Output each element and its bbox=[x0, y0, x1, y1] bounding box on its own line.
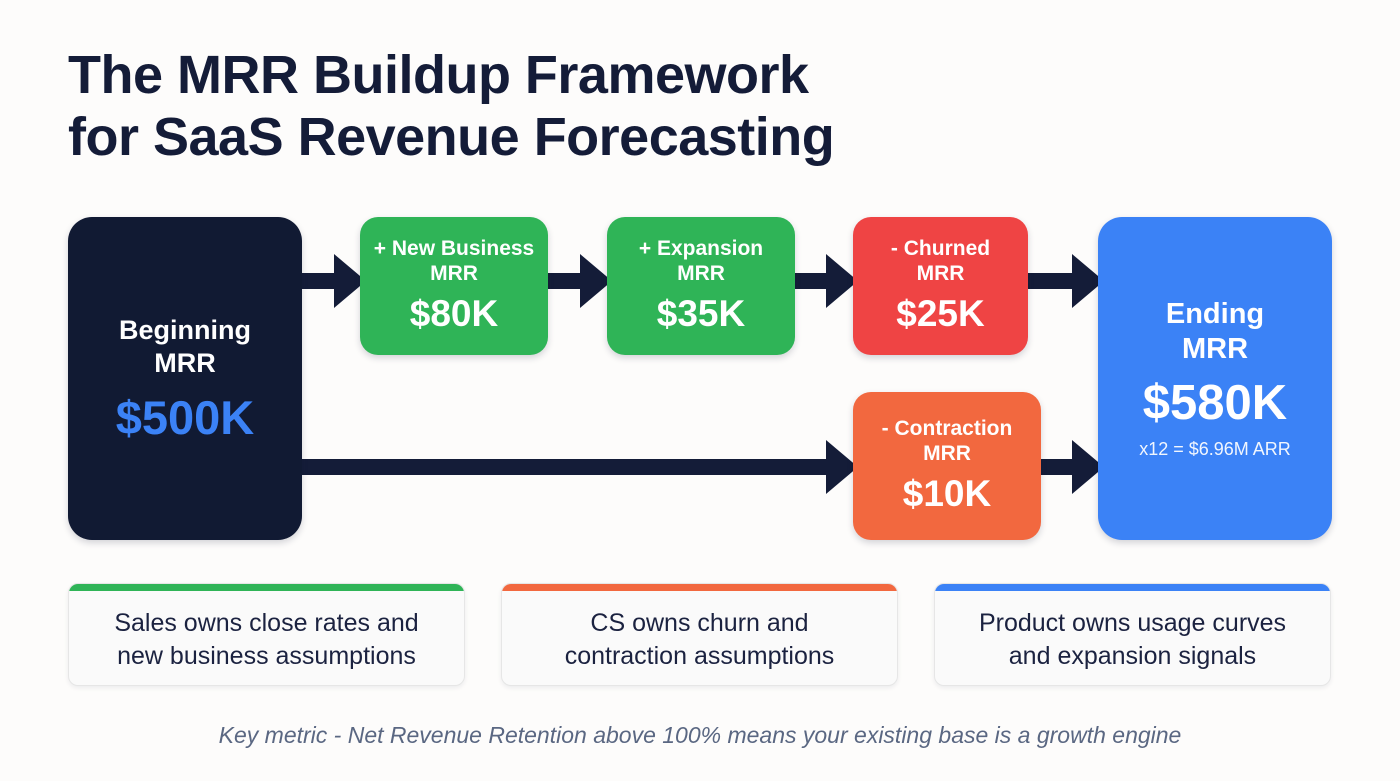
beginning-mrr-label: Beginning MRR bbox=[119, 314, 251, 378]
page-title: The MRR Buildup Framework for SaaS Reven… bbox=[68, 45, 835, 168]
flow-box-expansion-mrr[interactable]: + Expansion MRR $35K bbox=[607, 217, 795, 355]
churned-mrr-label: - Churned MRR bbox=[890, 236, 991, 285]
owner-card-accent-bar bbox=[502, 584, 897, 591]
arrow-head bbox=[580, 254, 612, 308]
arrow-shaft bbox=[1022, 273, 1074, 289]
owner-card-text: Product owns usage curves and expansion … bbox=[978, 609, 1287, 670]
arrow-shaft bbox=[542, 273, 582, 289]
arrow-shaft bbox=[788, 273, 828, 289]
owner-card-accent-bar bbox=[69, 584, 464, 591]
arrow-right-icon-churned-to-ending bbox=[1022, 254, 1104, 308]
flow-box-contraction-mrr[interactable]: - Contraction MRR $10K bbox=[853, 392, 1041, 540]
new-business-mrr-value: $80K bbox=[409, 293, 499, 335]
owner-card-accent-bar bbox=[935, 584, 1330, 591]
arrow-right-icon-beginning-to-contraction bbox=[296, 440, 858, 494]
contraction-mrr-value: $10K bbox=[902, 473, 992, 515]
flow-box-ending-mrr[interactable]: Ending MRR $580K x12 = $6.96M ARR bbox=[1098, 217, 1332, 540]
arrow-shaft bbox=[296, 273, 336, 289]
flow-box-beginning-mrr[interactable]: Beginning MRR $500K bbox=[68, 217, 302, 540]
arrow-shaft bbox=[1032, 459, 1074, 475]
beginning-mrr-value: $500K bbox=[115, 390, 255, 444]
owner-card-sales[interactable]: Sales owns close rates and new business … bbox=[68, 583, 465, 686]
owner-card-text: CS owns churn and contraction assumption… bbox=[564, 609, 835, 670]
ending-mrr-value: $580K bbox=[1142, 376, 1288, 431]
flow-box-churned-mrr[interactable]: - Churned MRR $25K bbox=[853, 217, 1028, 355]
arrow-head bbox=[826, 440, 858, 494]
arrow-shaft bbox=[296, 459, 828, 475]
churned-mrr-value: $25K bbox=[896, 293, 985, 335]
new-business-mrr-label: + New Business MRR bbox=[373, 236, 535, 285]
arrow-right-icon-expansion-to-churned bbox=[788, 254, 858, 308]
key-metric-footnote: Key metric - Net Revenue Retention above… bbox=[218, 722, 1182, 748]
flow-box-new-business-mrr[interactable]: + New Business MRR $80K bbox=[360, 217, 548, 355]
ending-mrr-label: Ending MRR bbox=[1165, 297, 1265, 366]
ending-mrr-arr-note: x12 = $6.96M ARR bbox=[1139, 439, 1291, 460]
owner-card-text: Sales owns close rates and new business … bbox=[114, 609, 419, 670]
owner-card-product[interactable]: Product owns usage curves and expansion … bbox=[934, 583, 1331, 686]
arrow-right-icon-beginning-to-new-business bbox=[296, 254, 366, 308]
expansion-mrr-value: $35K bbox=[656, 293, 746, 335]
contraction-mrr-label: - Contraction MRR bbox=[881, 416, 1013, 465]
arrow-head bbox=[826, 254, 858, 308]
owner-card-customer-success[interactable]: CS owns churn and contraction assumption… bbox=[501, 583, 898, 686]
arrow-right-icon-contraction-to-ending bbox=[1032, 440, 1104, 494]
expansion-mrr-label: + Expansion MRR bbox=[638, 236, 764, 285]
arrow-right-icon-new-business-to-expansion bbox=[542, 254, 612, 308]
